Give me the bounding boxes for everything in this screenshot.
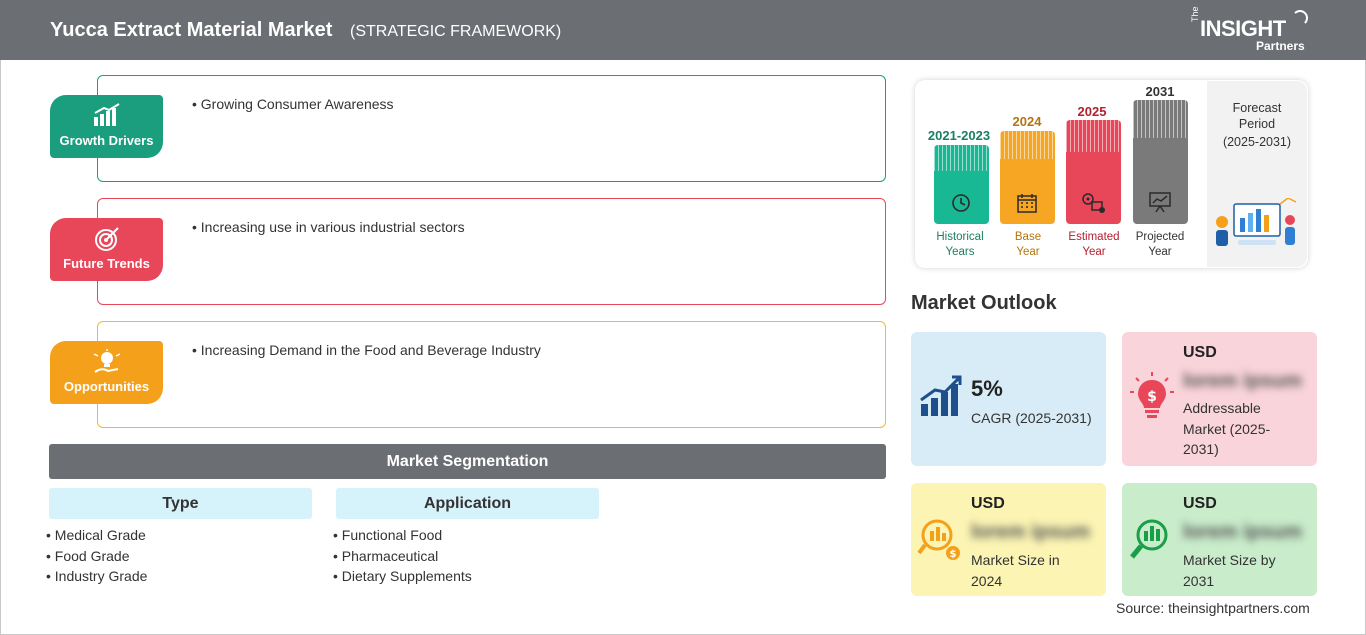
market-outlook-title: Market Outlook [911,292,1057,314]
list-item: Dietary Supplements [333,566,472,587]
header-bar: Yucca Extract Material Market (STRATEGIC… [0,0,1366,60]
addressable-value: lorem ipsum [1183,370,1302,392]
size-2024-label: Market Size in 2024 [971,552,1060,589]
opportunities-box: • Increasing Demand in the Food and Beve… [97,321,886,428]
cagr-label: CAGR (2025-2031) [971,410,1092,426]
future-trends-text: • Increasing use in various industrial s… [192,219,465,235]
lightbulb-hand-icon [93,349,121,373]
target-icon [95,227,119,251]
cagr-card: 5% CAGR (2025-2031) [911,332,1106,466]
calendar-icon [1017,194,1037,213]
segment-header-application: Application [336,488,599,519]
bar-estimated [1066,120,1121,224]
year-base: 2024 [1012,114,1042,129]
chart-search-icon [1130,519,1168,559]
growth-drivers-box: • Growing Consumer Awareness [97,75,886,182]
list-item: Industry Grade [46,566,148,587]
history-icon [952,194,970,212]
growth-drivers-text: • Growing Consumer Awareness [192,96,394,112]
bar-chart-icon [94,103,120,126]
type-list: Medical Grade Food Grade Industry Grade [46,525,148,587]
gears-icon [1082,193,1105,213]
application-list: Functional Food Pharmaceutical Dietary S… [333,525,472,587]
logo-partners: Partners [1256,39,1305,53]
dollar-bulb-icon: $ [1130,372,1174,418]
presentation-icon [1149,192,1171,213]
opportunities-text: • Increasing Demand in the Food and Beve… [192,342,541,358]
logo-insight: INSIGHT [1200,16,1286,41]
segment-header-type: Type [49,488,312,519]
year-estimated: 2025 [1077,104,1107,119]
logo-arc-icon [1292,10,1308,26]
insight-partners-logo[interactable]: The INSIGHT Partners [1190,6,1310,54]
market-size-2031-card: USD lorem ipsum Market Size by 2031 [1122,483,1317,596]
list-item: Food Grade [46,546,147,567]
year-historical: 2021-2023 [927,128,991,143]
size-2024-value: lorem ipsum [971,521,1090,543]
list-item: Functional Food [333,525,472,546]
bar-projected [1133,100,1188,224]
page-title: Yucca Extract Material Market [50,19,333,41]
money-search-icon: $ [917,519,960,560]
future-trends-badge: Future Trends [50,218,163,281]
market-segmentation-bar: Market Segmentation [49,444,886,479]
page-subtitle: (STRATEGIC FRAMEWORK) [350,23,562,40]
logo-the: The [1190,6,1200,22]
addressable-currency: USD [1183,344,1217,361]
future-trends-box: • Increasing use in various industrial s… [97,198,886,305]
svg-text:$: $ [950,549,957,560]
opportunities-badge: Opportunities [50,341,163,404]
list-item: Pharmaceutical [333,546,472,567]
growth-chart-icon [920,375,962,416]
source-text: Source: theinsightpartners.com [1116,600,1310,616]
forecast-period-text: Forecast Period (2025-2031) [1222,101,1292,149]
size-2031-currency: USD [1183,495,1217,512]
list-item: Medical Grade [46,525,147,546]
market-size-2024-card: $ USD lorem ipsum Market Size in 2024 [911,483,1106,596]
bar-base [1000,131,1055,224]
size-2031-label: Market Size by 2031 [1183,552,1276,589]
year-projected: 2031 [1145,84,1175,99]
size-2024-currency: USD [971,495,1005,512]
analytics-illustration-icon [1216,198,1297,246]
future-trends-label: Future Trends [63,256,150,271]
size-2031-value: lorem ipsum [1183,521,1302,543]
opportunities-label: Opportunities [63,379,150,394]
growth-drivers-label: Growth Drivers [59,133,154,148]
addressable-market-card: $ USD lorem ipsum Addressable Market (20… [1122,332,1317,466]
bar-historical [934,145,989,224]
addressable-label: Addressable Market (2025- 2031) [1183,400,1271,457]
growth-drivers-badge: Growth Drivers [50,95,163,158]
cagr-value: 5% [971,376,1003,401]
svg-text:$: $ [1147,389,1157,405]
